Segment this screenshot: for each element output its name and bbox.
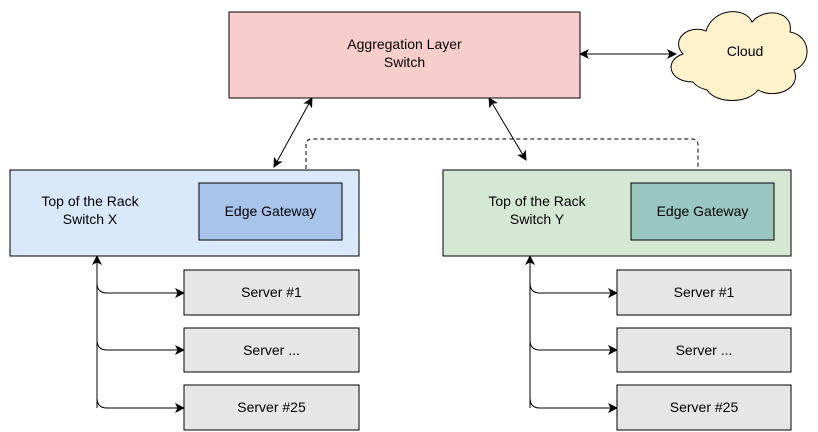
server-y-1-label: Server #1 bbox=[674, 284, 735, 300]
server-y-25-box bbox=[616, 384, 792, 431]
server-x-mid-box bbox=[183, 327, 360, 373]
cloud-icon bbox=[670, 11, 808, 101]
server-y-mid-box bbox=[616, 327, 792, 373]
edge-gateway-x-label: Edge Gateway bbox=[225, 203, 317, 219]
server-x-25-box bbox=[183, 384, 360, 431]
server-x-1-label: Server #1 bbox=[241, 284, 302, 300]
link-rack-x-server-1 bbox=[96, 282, 185, 298]
rack-switch-y-label-line2: Switch Y bbox=[510, 211, 565, 227]
rack-switch-x-label-line1: Top of the Rack bbox=[41, 193, 139, 209]
link-aggregation-rack-y bbox=[488, 97, 527, 161]
server-y-25-label: Server #25 bbox=[670, 399, 739, 415]
edge-gateway-x-box bbox=[198, 182, 343, 241]
server-y-1-box bbox=[616, 269, 792, 316]
link-rack-x-server-mid bbox=[96, 339, 185, 355]
connectors bbox=[92, 49, 699, 413]
link-rack-y-server-1 bbox=[529, 282, 618, 298]
server-x-mid-label: Server ... bbox=[243, 342, 300, 358]
cloud-label: Cloud bbox=[727, 43, 764, 59]
aggregation-switch-label-line1: Aggregation Layer bbox=[347, 36, 462, 52]
server-x-1-box bbox=[183, 269, 360, 316]
link-rack-x-server-25 bbox=[96, 397, 185, 413]
edge-gateway-y-label: Edge Gateway bbox=[657, 203, 749, 219]
aggregation-switch: Aggregation Layer Switch bbox=[228, 11, 581, 99]
rack-switch-y: Top of the Rack Switch Y Edge Gateway bbox=[442, 169, 792, 257]
rack-switch-x: Top of the Rack Switch X Edge Gateway bbox=[9, 169, 360, 257]
aggregation-switch-box bbox=[228, 11, 581, 99]
rack-switch-y-label-line1: Top of the Rack bbox=[488, 193, 586, 209]
server-y-mid-label: Server ... bbox=[676, 342, 733, 358]
edge-gateway-y-box bbox=[630, 182, 775, 241]
link-aggregation-rack-x bbox=[273, 97, 313, 168]
server-group-x: Server #1 Server ... Server #25 bbox=[183, 269, 360, 431]
server-x-25-label: Server #25 bbox=[237, 399, 306, 415]
aggregation-switch-label-line2: Switch bbox=[384, 54, 425, 70]
cloud: Cloud bbox=[670, 11, 808, 101]
rack-switch-x-label-line2: Switch X bbox=[63, 211, 118, 227]
link-rack-y-server-25 bbox=[529, 397, 618, 413]
link-rack-y-server-mid bbox=[529, 339, 618, 355]
server-group-y: Server #1 Server ... Server #25 bbox=[616, 269, 792, 431]
link-gateway-dashed bbox=[305, 138, 699, 183]
